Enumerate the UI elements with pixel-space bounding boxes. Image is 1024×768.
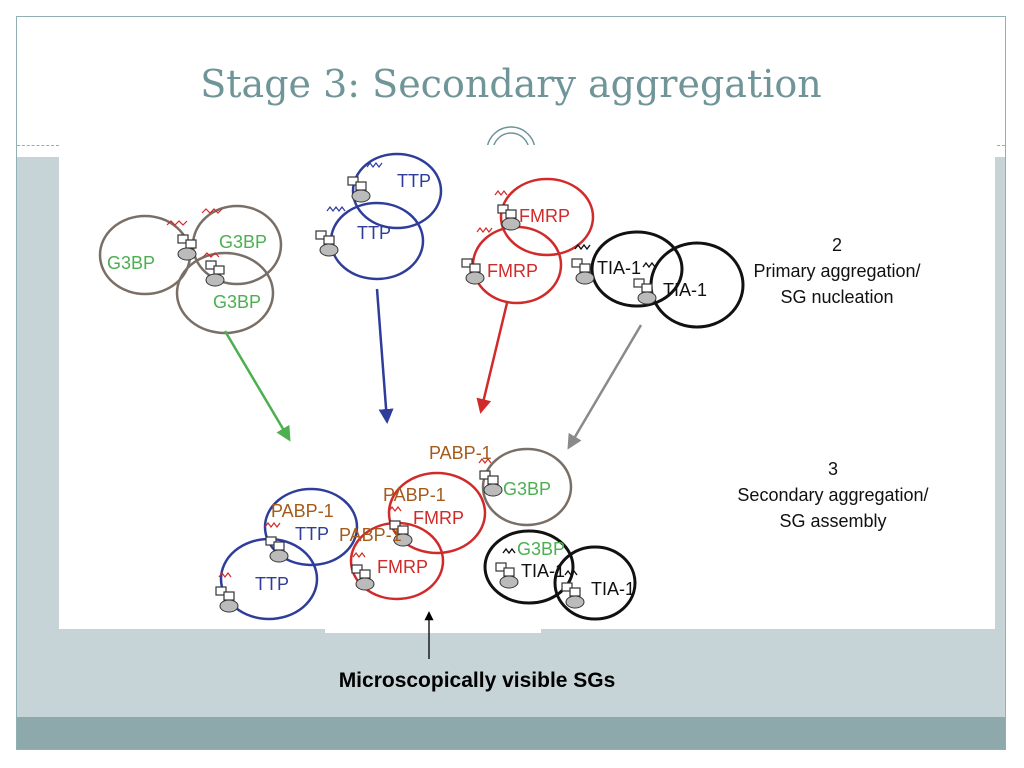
ttp-label: TTP	[397, 171, 431, 191]
ttp-ring	[351, 152, 443, 230]
protein-icon	[177, 234, 197, 261]
tia1-ring	[483, 529, 575, 605]
rna-strand	[366, 162, 383, 168]
rna-strand	[564, 569, 578, 577]
protein-icon	[497, 204, 521, 231]
rna-strand	[642, 261, 656, 269]
protein-icon	[315, 230, 339, 257]
protein-icon	[205, 260, 225, 287]
protein-icon	[215, 586, 239, 613]
rna-strand	[218, 572, 232, 578]
stage2-line1: Primary aggregation/	[753, 261, 920, 281]
rna-strand	[201, 208, 223, 214]
fmrp-cluster: FMRP FMRP	[461, 177, 595, 305]
ttp-label: TTP	[295, 524, 329, 544]
green-arrow	[223, 330, 291, 442]
tia1-label: TIA-1	[597, 258, 641, 278]
sg-assembly-cluster: PABP-1 TTP PABP-1 TTP PABP-1 FMRP FMRP P…	[215, 443, 637, 621]
stage3-text: 3 Secondary aggregation/ SG assembly	[737, 459, 928, 531]
title-band	[17, 17, 1005, 142]
rna-strand	[502, 547, 516, 555]
fmrp-ring	[499, 177, 595, 257]
rna-strand	[574, 243, 591, 251]
g3bp-label: G3BP	[503, 479, 551, 499]
fmrp-label: FMRP	[413, 508, 464, 528]
rna-strand	[264, 522, 281, 528]
stage2-number: 2	[832, 235, 842, 255]
figure-panel-tab	[325, 613, 541, 633]
footer-band	[17, 717, 1005, 749]
ttp-label: TTP	[255, 574, 289, 594]
grey-arrow	[567, 324, 643, 450]
fmrp-label: FMRP	[377, 557, 428, 577]
tia1-label: TIA-1	[591, 579, 635, 599]
pabp1-label: PABP-1	[429, 443, 492, 463]
fmrp-label: FMRP	[519, 206, 570, 226]
blue-arrow	[375, 288, 394, 424]
g3bp-cluster: G3BP G3BP G3BP	[98, 204, 283, 335]
slide-title: Stage 3: Secondary aggregation	[200, 62, 822, 106]
g3bp-label: G3BP	[107, 253, 155, 273]
ttp-cluster: TTP TTP	[315, 152, 443, 281]
tia1-ring	[553, 545, 637, 621]
arc-ornament-icon	[486, 126, 536, 151]
protein-icon	[347, 176, 371, 203]
dashed-rule-left	[17, 145, 59, 146]
slide: Stage 3: Secondary aggregation	[16, 16, 1006, 750]
g3bp-ring	[481, 447, 573, 527]
fmrp-label: FMRP	[487, 261, 538, 281]
stage3-line2: SG assembly	[779, 511, 886, 531]
caption: Microscopically visible SGs	[338, 669, 616, 692]
rna-strand	[388, 506, 402, 512]
protein-icon	[461, 258, 485, 285]
g3bp-label: G3BP	[219, 232, 267, 252]
stress-granule-diagram: G3BP G3BP G3BP TTP TTP	[98, 152, 929, 659]
protein-icon	[495, 562, 519, 589]
g3bp-label: G3BP	[213, 292, 261, 312]
rna-strand	[166, 220, 188, 226]
pabp1-label: PABP-1	[271, 501, 334, 521]
tia1-cluster: TIA-1 TIA-1	[571, 230, 745, 329]
pabp1-label: PABP-1	[383, 485, 446, 505]
protein-icon	[571, 258, 595, 285]
stage3-line1: Secondary aggregation/	[737, 485, 928, 505]
protein-icon	[265, 536, 289, 563]
tia1-label: TIA-1	[521, 561, 565, 581]
rna-strand	[478, 458, 492, 464]
g3bp-label: G3BP	[517, 539, 565, 559]
fmrp-ring	[387, 471, 487, 555]
tia1-ring	[590, 230, 684, 308]
stage2-line2: SG nucleation	[780, 287, 893, 307]
rna-strand	[352, 552, 366, 558]
tia1-label: TIA-1	[663, 280, 707, 300]
pabp1-label: PABP-1	[339, 525, 402, 545]
protein-icon	[389, 520, 413, 547]
protein-icon	[479, 470, 503, 497]
protein-icon	[633, 278, 657, 305]
rna-strand	[326, 206, 346, 212]
rna-strand	[476, 227, 493, 233]
protein-icon	[351, 564, 375, 591]
rna-strand	[202, 252, 220, 258]
ttp-label: TTP	[357, 223, 391, 243]
stage2-text: 2 Primary aggregation/ SG nucleation	[753, 235, 920, 307]
stage3-number: 3	[828, 459, 838, 479]
figure-panel	[59, 145, 995, 629]
red-arrow	[476, 302, 509, 414]
protein-icon	[561, 582, 585, 609]
rna-strand	[494, 190, 508, 196]
